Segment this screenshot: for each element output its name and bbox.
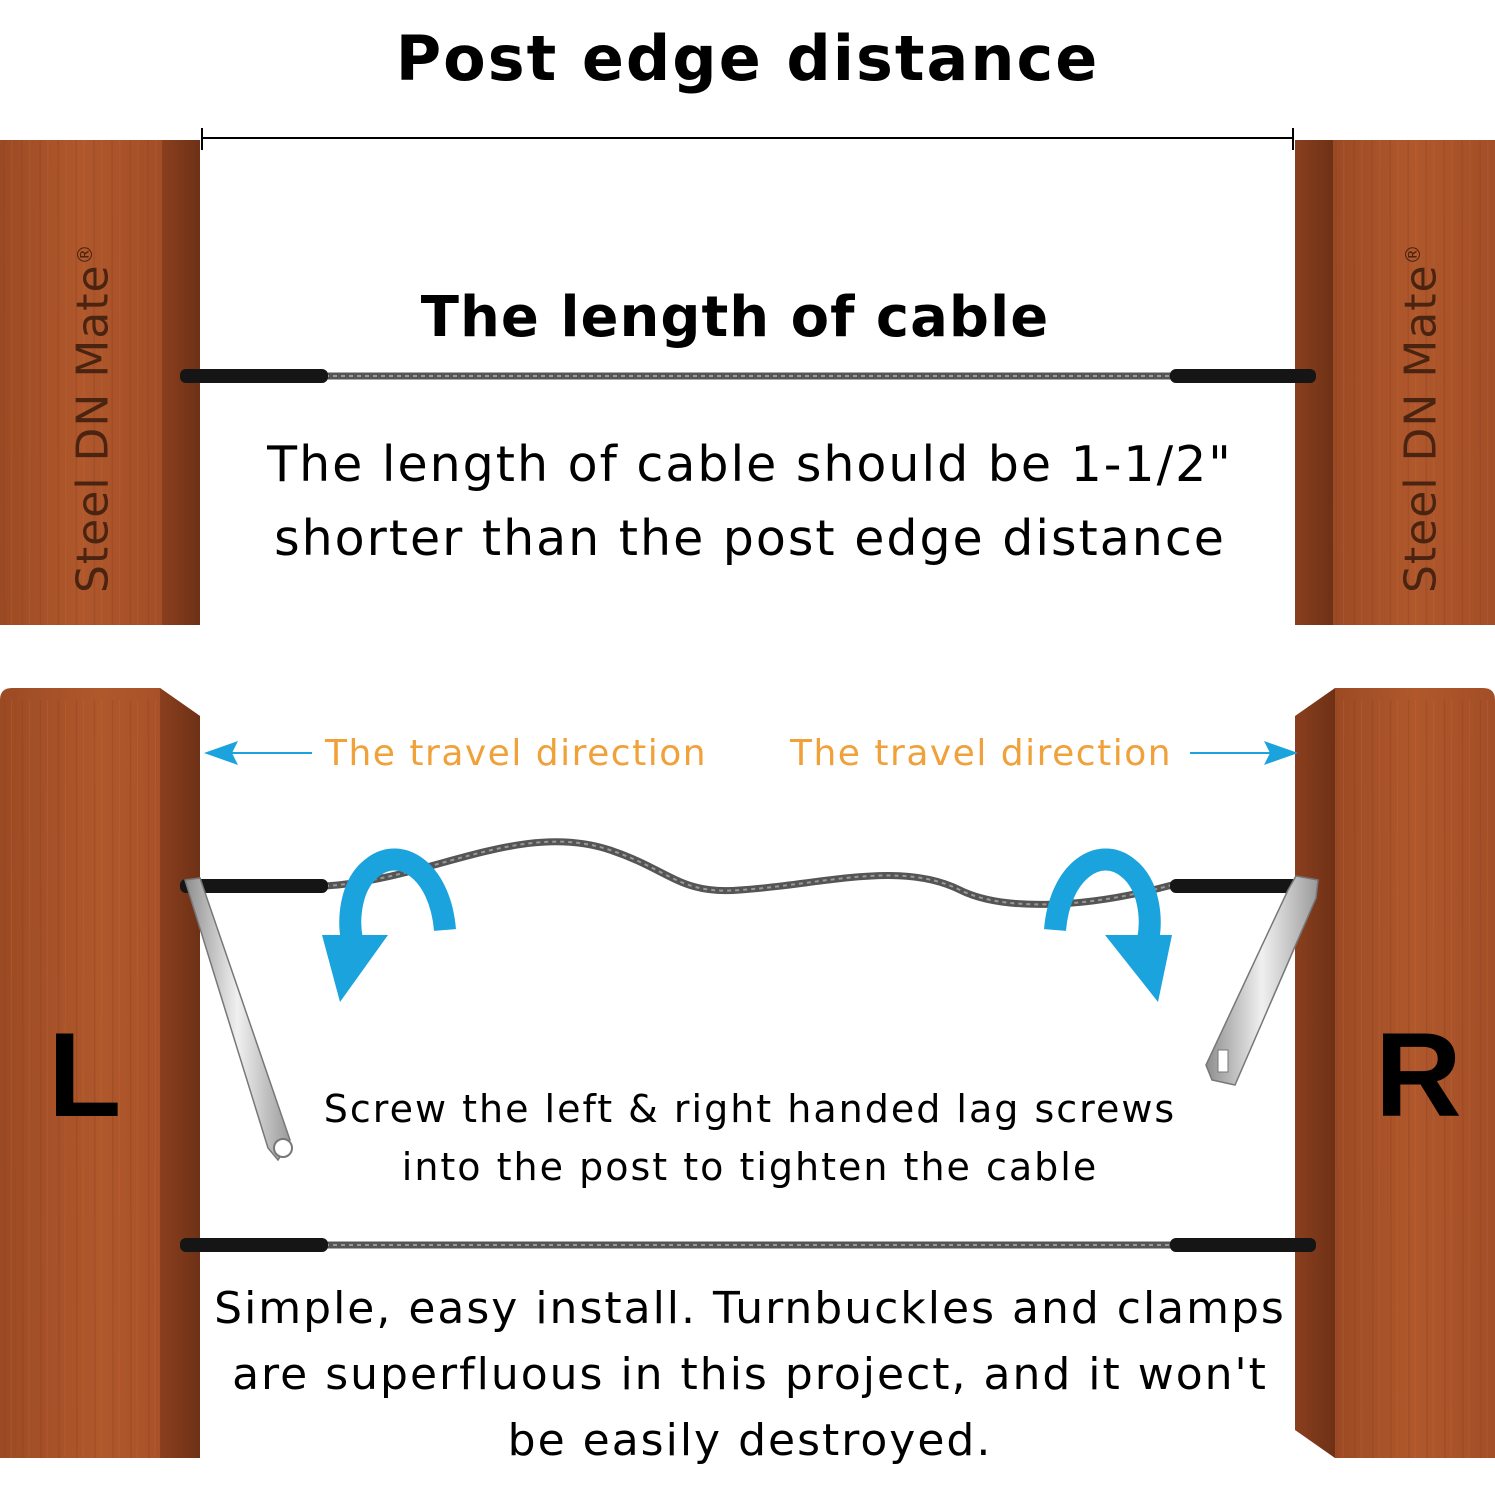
rotate-arrow-right-icon [1044,848,1172,1002]
travel-direction-label-right: The travel direction [790,733,1173,774]
diagram-title: Post edge distance [395,22,1100,95]
cable-bottom [180,1238,1316,1252]
right-side-label: R [1375,1008,1462,1142]
post-top-left [0,140,200,625]
post-bottom-left [0,688,200,1458]
left-side-label: L [48,1008,122,1142]
travel-direction-label-left: The travel direction [325,733,708,774]
travel-arrow-right [1190,741,1298,765]
post-edge-distance-dimension-line [201,128,1294,150]
travel-arrow-left [204,741,312,765]
cable-top [180,369,1316,383]
tighten-instruction: Screw the left & right handed lag screws… [323,1087,1177,1189]
rotate-arrow-left-icon [322,848,456,1002]
cable-middle-slack [180,838,1316,908]
cable-length-heading: The length of cable [420,285,1050,350]
right-lag-screw-tool-icon [1205,875,1319,1086]
cable-length-description: The length of cable should be 1-1/2" sho… [267,436,1233,567]
brand-label-right: Steel DN Mate® [1395,243,1447,593]
post-bottom-right [1295,688,1495,1458]
left-lag-screw-tool-icon [184,877,293,1162]
install-description: Simple, easy install. Turnbuckles and cl… [214,1283,1286,1466]
brand-label-left: Steel DN Mate® [67,243,119,593]
